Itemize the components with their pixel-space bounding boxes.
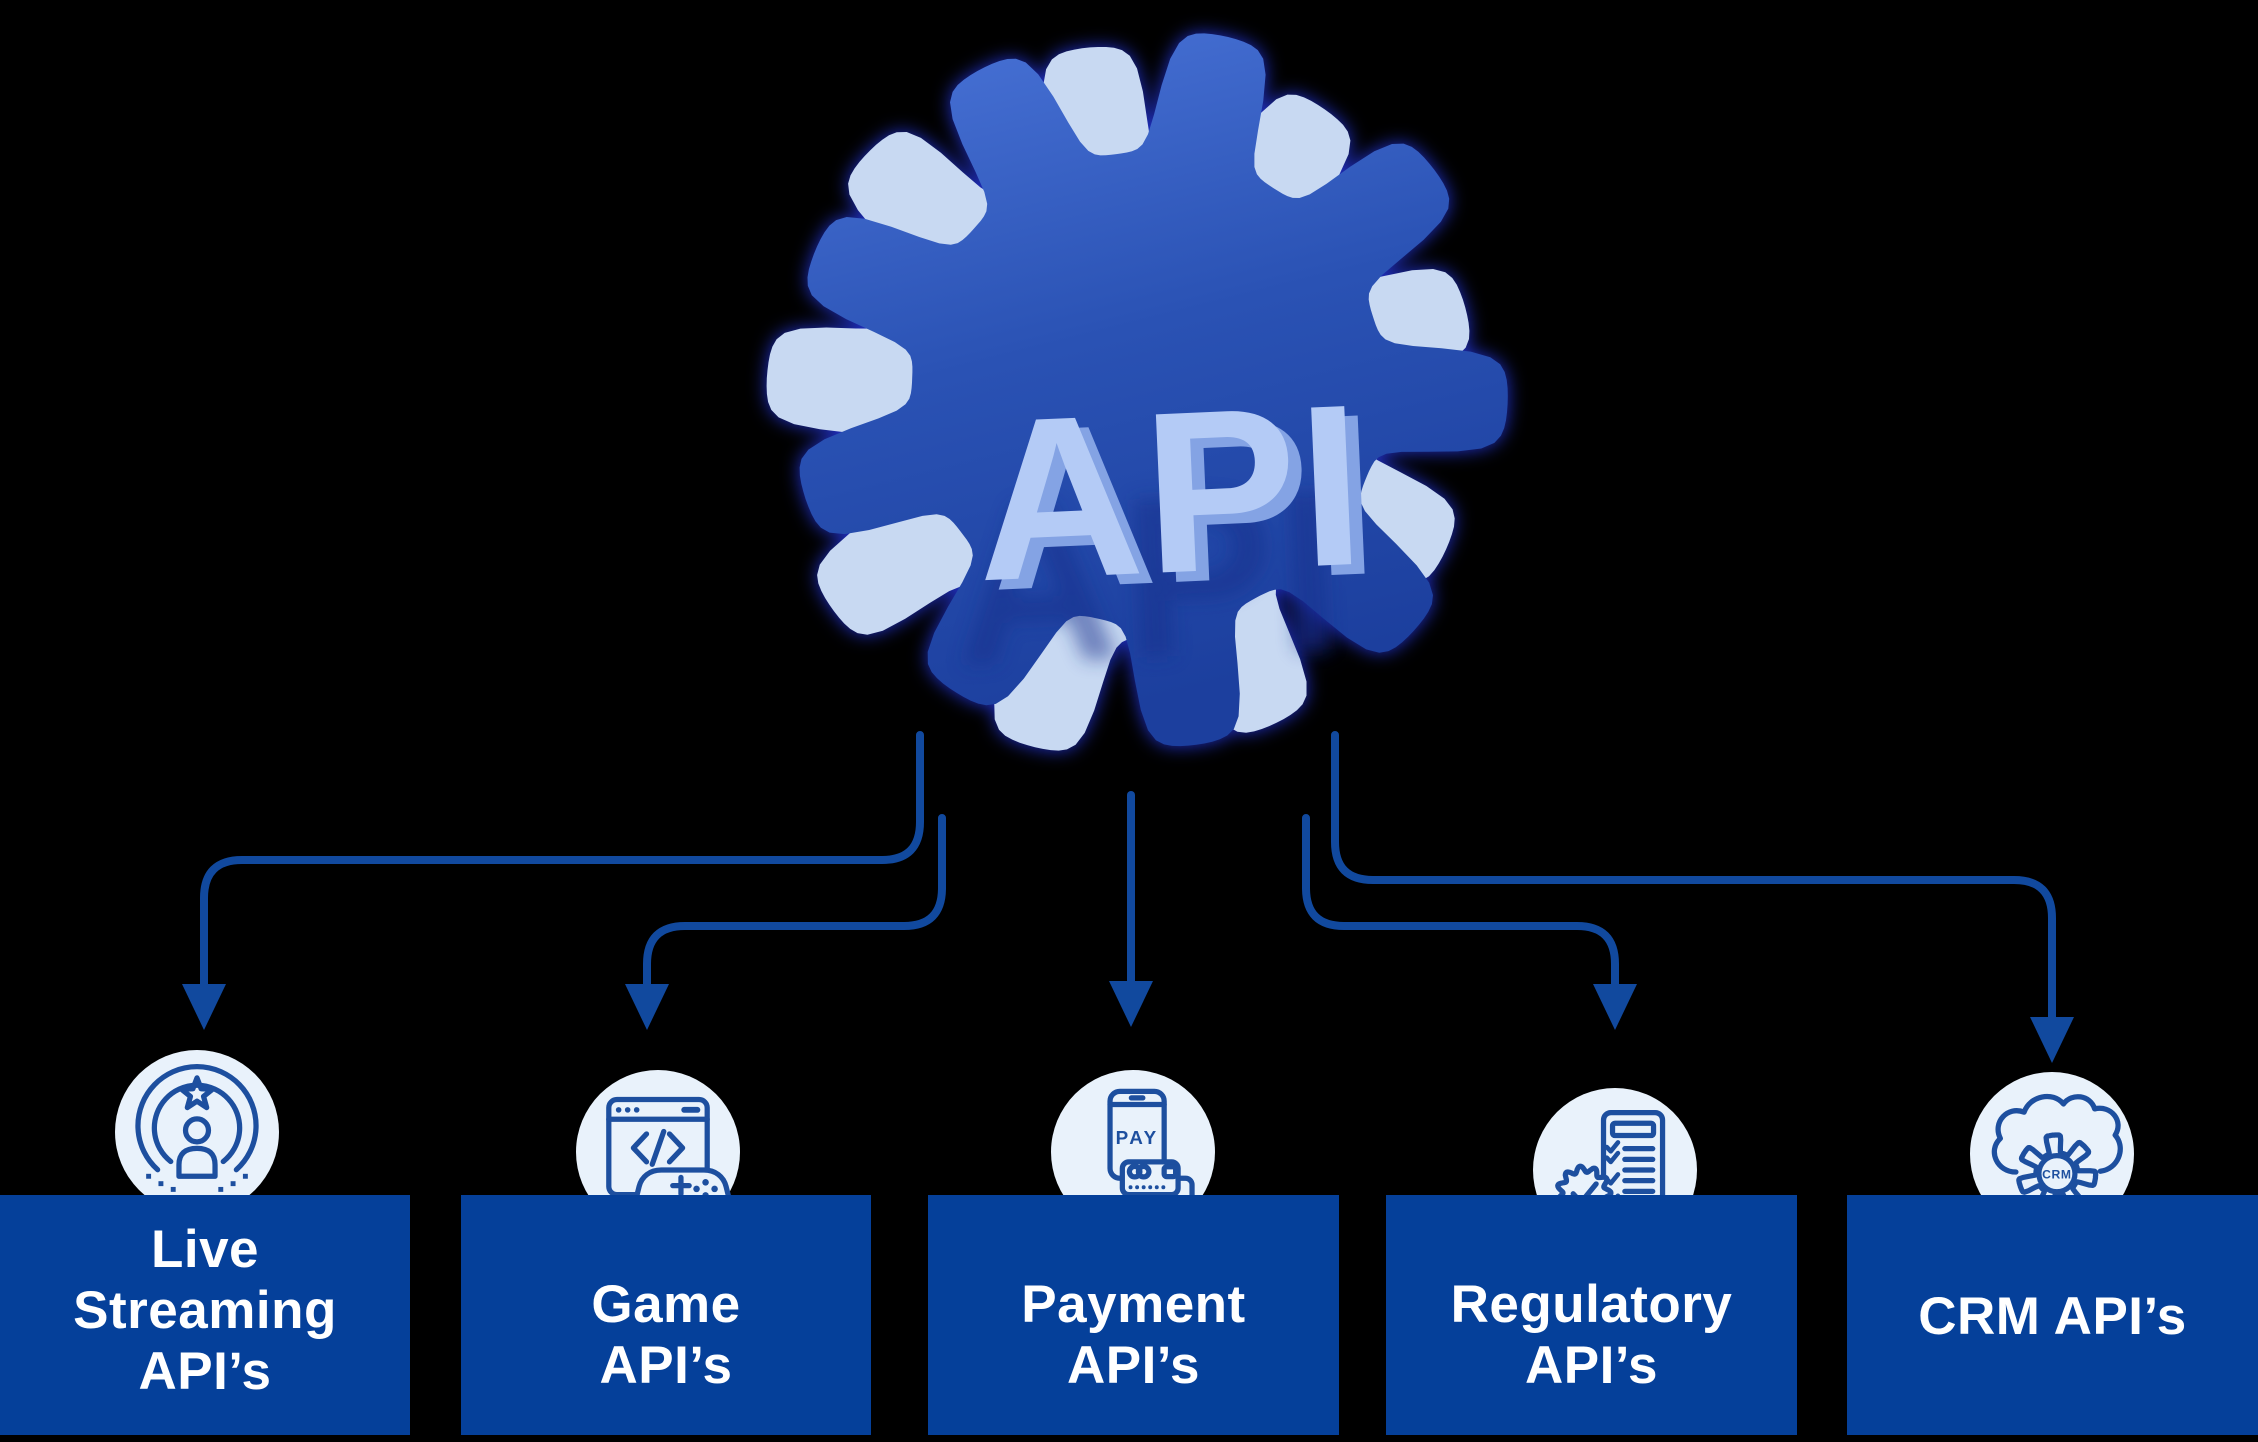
- arrow-game: [625, 814, 946, 1030]
- arrow-crm: [1331, 731, 2074, 1063]
- label-line: Live: [150, 1220, 260, 1279]
- live-streaming-icon-circle: [115, 1050, 279, 1214]
- crm-text: CRM: [2042, 1167, 2072, 1181]
- game-label-box: Game API’s: [461, 1195, 871, 1435]
- api-label-extrusion: API: [984, 365, 1384, 639]
- pay-text: PAY: [1116, 1127, 1159, 1148]
- gear-front: [799, 33, 1508, 747]
- regulatory-label-box: Regulatory API’s: [1386, 1195, 1797, 1435]
- arrow-live-streaming: [182, 731, 924, 1030]
- payment-label-box: Payment API’s: [928, 1195, 1339, 1435]
- label-line: API’s: [138, 1342, 272, 1401]
- arrow-regulatory: [1302, 814, 1637, 1030]
- api-label-shadow: API: [948, 441, 1348, 715]
- label-line: API’s: [1524, 1336, 1659, 1395]
- label-line: Regulatory: [1450, 1275, 1733, 1334]
- label-line: API’s: [1066, 1336, 1201, 1395]
- live-streaming-label-box: Live Streaming API’s: [0, 1195, 410, 1435]
- label-line: Payment: [1021, 1275, 1246, 1334]
- crm-label-box: CRM API’s: [1847, 1195, 2258, 1435]
- cloud-gear-crm-icon: CRM: [1991, 1093, 2123, 1215]
- label-line: API’s: [599, 1336, 733, 1395]
- label-line: Game: [591, 1275, 741, 1334]
- api-label-face: API: [970, 356, 1370, 630]
- live-streaming-broadcast-icon: [135, 1064, 259, 1192]
- label-line: Streaming: [73, 1281, 337, 1340]
- label-line: CRM API’s: [1918, 1287, 2187, 1346]
- mobile-payment-card-icon: PAY: [1107, 1088, 1195, 1211]
